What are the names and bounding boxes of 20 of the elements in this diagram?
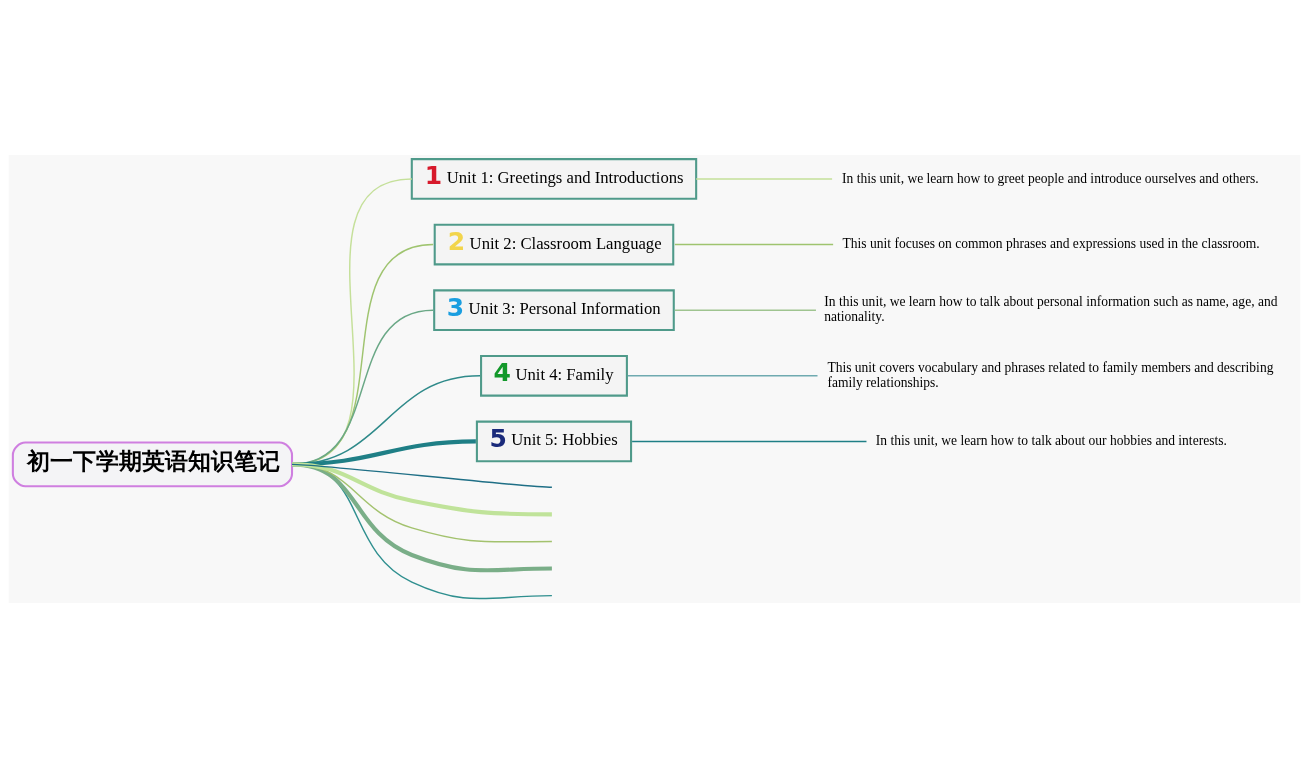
connector — [291, 461, 552, 516]
connector — [674, 243, 834, 245]
node-box: 4 Unit 4: Family — [480, 354, 628, 397]
connector — [674, 308, 817, 311]
node-text: In this unit, we learn how to talk about our hobbies and interests. — [875, 432, 1227, 448]
connector — [291, 463, 553, 543]
node-text: This unit covers vocabulary and phrases related to family members and describing family relationships. — [827, 359, 1274, 390]
connector — [291, 463, 553, 488]
connector — [631, 440, 868, 442]
node-text: This unit focuses on common phrases and expressions used in the classroom. — [842, 235, 1260, 251]
node-text: In this unit, we learn how to talk about personal information such as name, age, and nationality. — [824, 293, 1278, 324]
node-text: In this unit, we learn how to greet people and introduce ourselves and others. — [841, 170, 1259, 185]
node-box: 5 Unit 5: Hobbies — [475, 420, 633, 462]
connector — [695, 177, 833, 180]
node-box: 3 Unit 3: Personal Information — [433, 288, 675, 331]
node-box: 1 Unit 1: Greetings and Introductions — [410, 157, 698, 200]
node-box: 2 Unit 2: Classroom Language — [433, 223, 675, 265]
connector — [627, 374, 819, 377]
node-box: 初一下学期英语知识笔记 — [11, 440, 294, 487]
connector — [291, 461, 552, 572]
